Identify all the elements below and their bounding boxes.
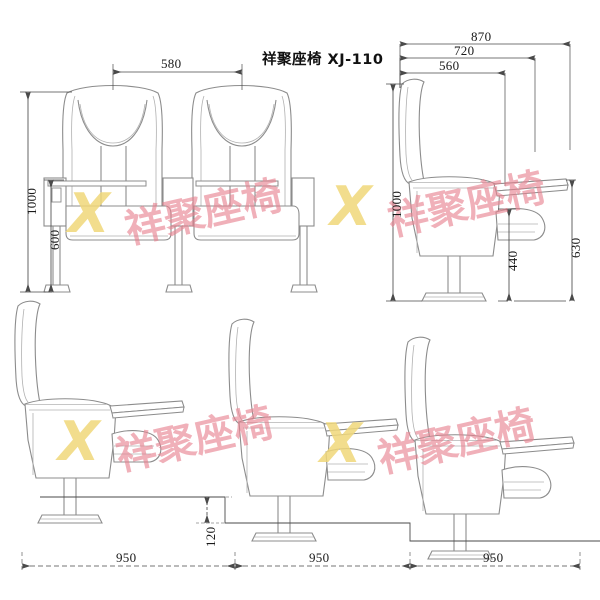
dim-560 [399,70,506,186]
row-seat-right [404,336,575,560]
dim-120 [196,496,232,524]
dim-580 [112,64,243,90]
dim-440 [498,208,516,302]
dim-label-870: 870 [471,29,492,44]
dim-1000-front [20,91,72,293]
dim-label-950-c: 950 [483,550,504,565]
row-seat-mid [228,318,399,542]
front-elevation-geometry [43,84,318,293]
stepped-floor-line [40,496,600,542]
dim-label-1000-side: 1000 [389,190,404,218]
dim-label-600: 600 [47,229,62,250]
dim-label-560: 560 [439,58,460,73]
dim-600 [44,179,64,293]
dim-label-950-b: 950 [309,550,330,565]
row-seat-left [14,300,185,524]
dim-950-chain [21,552,581,572]
side-elevation-geometry [398,78,569,302]
dim-label-580: 580 [161,56,182,71]
dim-label-720: 720 [454,43,475,58]
drawing-title: 祥聚座椅 XJ-110 [262,52,384,68]
dim-1000-side [386,83,422,302]
dim-label-630: 630 [568,237,583,258]
dim-label-950-a: 950 [116,550,137,565]
dim-label-120: 120 [203,526,218,547]
dim-label-440: 440 [505,250,520,271]
dim-630 [514,179,576,302]
dim-870 [399,41,571,150]
dim-label-1000-front: 1000 [24,187,39,215]
